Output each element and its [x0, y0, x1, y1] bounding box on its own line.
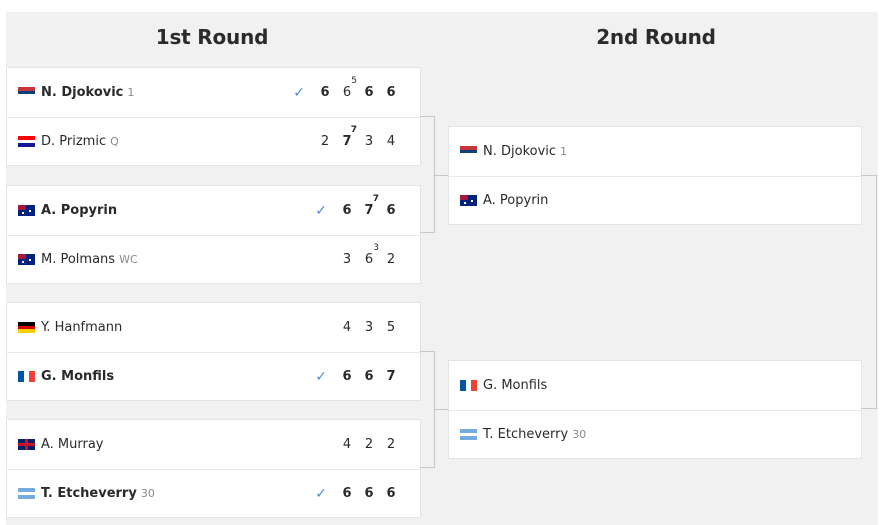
round-title-1: 1st Round [155, 25, 269, 49]
set-score: 6 [364, 369, 374, 384]
set-score: 3 [364, 134, 374, 149]
set-score: 5 [386, 320, 396, 335]
set-score: 2 [386, 252, 396, 267]
player-name[interactable]: N. Djokovic [41, 85, 124, 100]
tiebreak-score: 7 [372, 194, 379, 204]
bracket-connector [420, 116, 435, 233]
player-name[interactable]: Y. Hanfmann [41, 320, 123, 335]
set-score: 6 [342, 486, 352, 501]
set-score: 6 [386, 85, 396, 100]
set-score: 6 [364, 85, 374, 100]
set-score: 4 [386, 134, 396, 149]
set-score: 2 [386, 437, 396, 452]
player-seed: 1 [127, 86, 135, 99]
flag-uk-icon [18, 439, 35, 450]
check-icon: ✓ [315, 368, 327, 385]
player-name[interactable]: D. Prizmic [41, 134, 107, 149]
player-row[interactable]: G. Monfils [449, 361, 861, 411]
set-score: 4 [342, 320, 352, 335]
player-seed: 1 [560, 145, 568, 158]
player-seed: Q [110, 135, 119, 148]
set-score: 2 [320, 134, 330, 149]
set-score: 6 [342, 369, 352, 384]
player-seed: WC [119, 253, 138, 266]
flag-australia-icon [460, 195, 477, 206]
player-name[interactable]: G. Monfils [41, 369, 115, 384]
player-name[interactable]: M. Polmans [41, 252, 116, 267]
set-score: 4 [342, 437, 352, 452]
tiebreak-score: 3 [373, 243, 379, 253]
bracket-connector [420, 351, 435, 468]
flag-argentina-icon [460, 429, 477, 440]
flag-france-icon [460, 380, 477, 391]
flag-australia-icon [18, 254, 35, 265]
set-score: 6 [364, 486, 374, 501]
flag-argentina-icon [18, 488, 35, 499]
flag-serbia-icon [460, 146, 477, 157]
player-seed: 30 [140, 487, 155, 500]
player-name[interactable]: G. Monfils [483, 378, 548, 393]
check-icon: ✓ [293, 84, 305, 101]
set-score: 6 [320, 85, 330, 100]
player-name[interactable]: T. Etcheverry [483, 427, 569, 442]
tiebreak-score: 7 [350, 125, 357, 135]
player-seed: 30 [572, 428, 587, 441]
bracket-connector [434, 175, 448, 176]
set-score: 2 [364, 437, 374, 452]
player-name[interactable]: A. Murray [41, 437, 104, 452]
player-name[interactable]: N. Djokovic [483, 144, 557, 159]
check-icon: ✓ [315, 485, 327, 502]
set-score: 6 [386, 203, 396, 218]
set-score: 6 [342, 203, 352, 218]
match-card[interactable]: G. Monfils T. Etcheverry 30 [448, 360, 862, 459]
flag-germany-icon [18, 322, 35, 333]
player-name[interactable]: T. Etcheverry [41, 486, 137, 501]
check-icon: ✓ [315, 202, 327, 219]
player-name[interactable]: A. Popyrin [483, 193, 549, 208]
set-score: 3 [364, 320, 374, 335]
bracket-connector [861, 175, 877, 409]
tiebreak-score: 5 [351, 76, 357, 86]
set-score: 6 [386, 486, 396, 501]
player-row[interactable]: N. Djokovic 1 [449, 127, 861, 177]
flag-australia-icon [18, 205, 35, 216]
flag-france-icon [18, 371, 35, 382]
bracket-connector [434, 409, 448, 410]
player-row[interactable]: A. Popyrin [449, 176, 861, 225]
match-card[interactable]: N. Djokovic 1 A. Popyrin [448, 126, 862, 225]
player-name[interactable]: A. Popyrin [41, 203, 118, 218]
set-score: 3 [342, 252, 352, 267]
player-row[interactable]: T. Etcheverry 30 [449, 410, 861, 459]
flag-croatia-icon [18, 136, 35, 147]
flag-serbia-icon [18, 87, 35, 98]
round-title-2: 2nd Round [596, 25, 716, 49]
set-score: 7 [386, 369, 396, 384]
